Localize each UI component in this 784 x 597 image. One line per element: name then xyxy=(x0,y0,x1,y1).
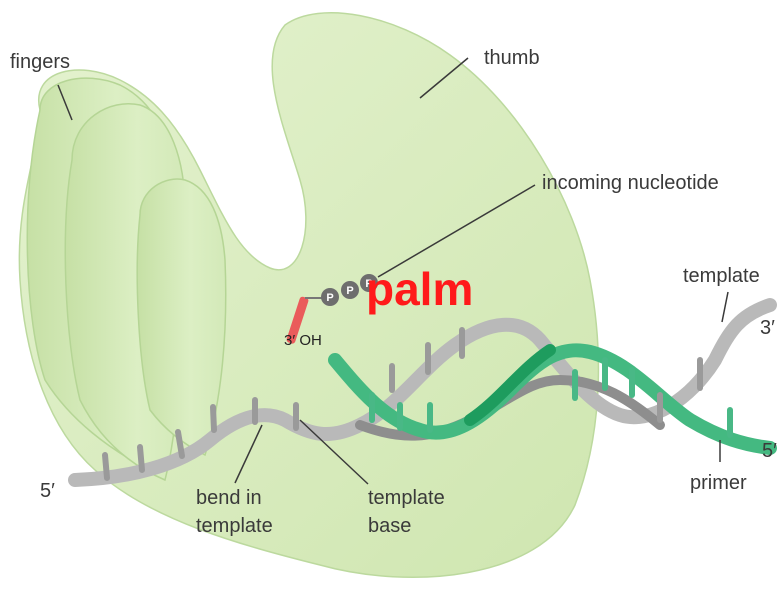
label-palm: palm xyxy=(366,263,473,315)
label-bend-line1: bend in xyxy=(196,487,262,509)
phosphate-label-1: P xyxy=(326,292,333,304)
label-template-right: template xyxy=(683,265,760,287)
label-3-oh: 3′ OH xyxy=(284,332,322,349)
label-3-prime-right: 3′ xyxy=(760,317,775,339)
label-template-base-line1: template xyxy=(368,487,445,509)
label-primer: primer xyxy=(690,472,747,494)
phosphate-label-2: P xyxy=(346,285,353,297)
label-bend-line2: template xyxy=(196,515,273,537)
label-thumb: thumb xyxy=(484,47,540,69)
label-incoming-nucleotide: incoming nucleotide xyxy=(542,172,719,194)
label-5-prime-right: 5′ xyxy=(762,440,777,462)
label-5-prime-left: 5′ xyxy=(40,480,55,502)
label-fingers: fingers xyxy=(10,51,70,73)
label-template-base-line2: base xyxy=(368,515,411,537)
